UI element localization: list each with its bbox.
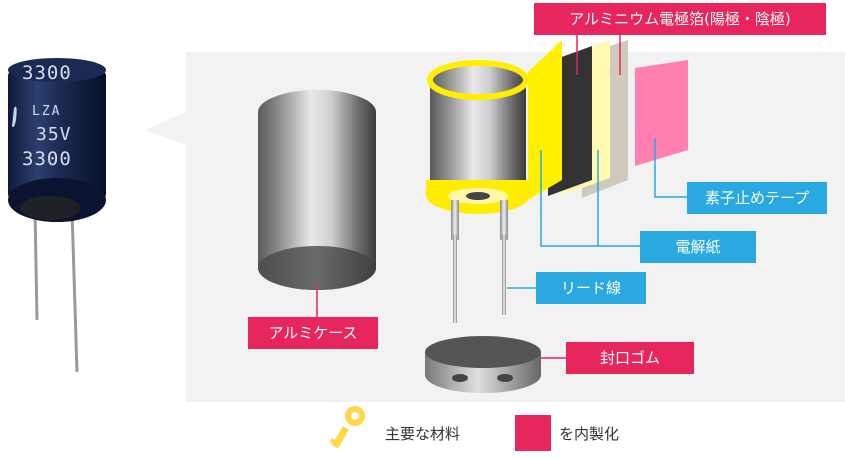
aluminum-case [258,90,376,290]
label-element-tape: 素子止めテープ [687,182,827,214]
label-sealing-rubber: 封口ゴム [566,342,694,374]
foil-highlight [528,40,562,200]
connector-lines [316,32,688,359]
capacitor-lead-left [33,209,39,321]
sealing-rubber [425,336,541,393]
element-top-highlight [427,60,529,100]
element-tape-sheet [635,60,688,166]
capacitor-polarity-mark [12,106,17,128]
aluminum-case-bottom [258,246,376,290]
voltage: 35V [36,124,72,145]
capacitance-top: 3300 [22,62,72,84]
series-code: LZA [32,104,62,119]
capacitor-lead-right [70,209,79,373]
capacitor-element [426,60,530,214]
legend-key-text: 主要な材料 [385,425,461,443]
capacitor-body [8,70,106,200]
key-icon [329,406,365,449]
label-aluminum-electrode-foil: アルミニウム電極箔(陽極・陰極) [534,3,826,35]
legend-square [515,415,551,451]
capacitance-bottom: 3300 [22,148,72,170]
capacitor-photo [8,58,106,373]
legend-square-text: を内製化 [559,425,620,443]
capacitor-top [8,58,106,82]
capacitor-seal [20,196,80,220]
label-lead-wire: リード線 [536,272,646,304]
lead-wires [451,200,508,323]
label-aluminum-case: アルミケース [248,317,378,349]
label-separator-paper: 電解紙 [640,231,756,263]
